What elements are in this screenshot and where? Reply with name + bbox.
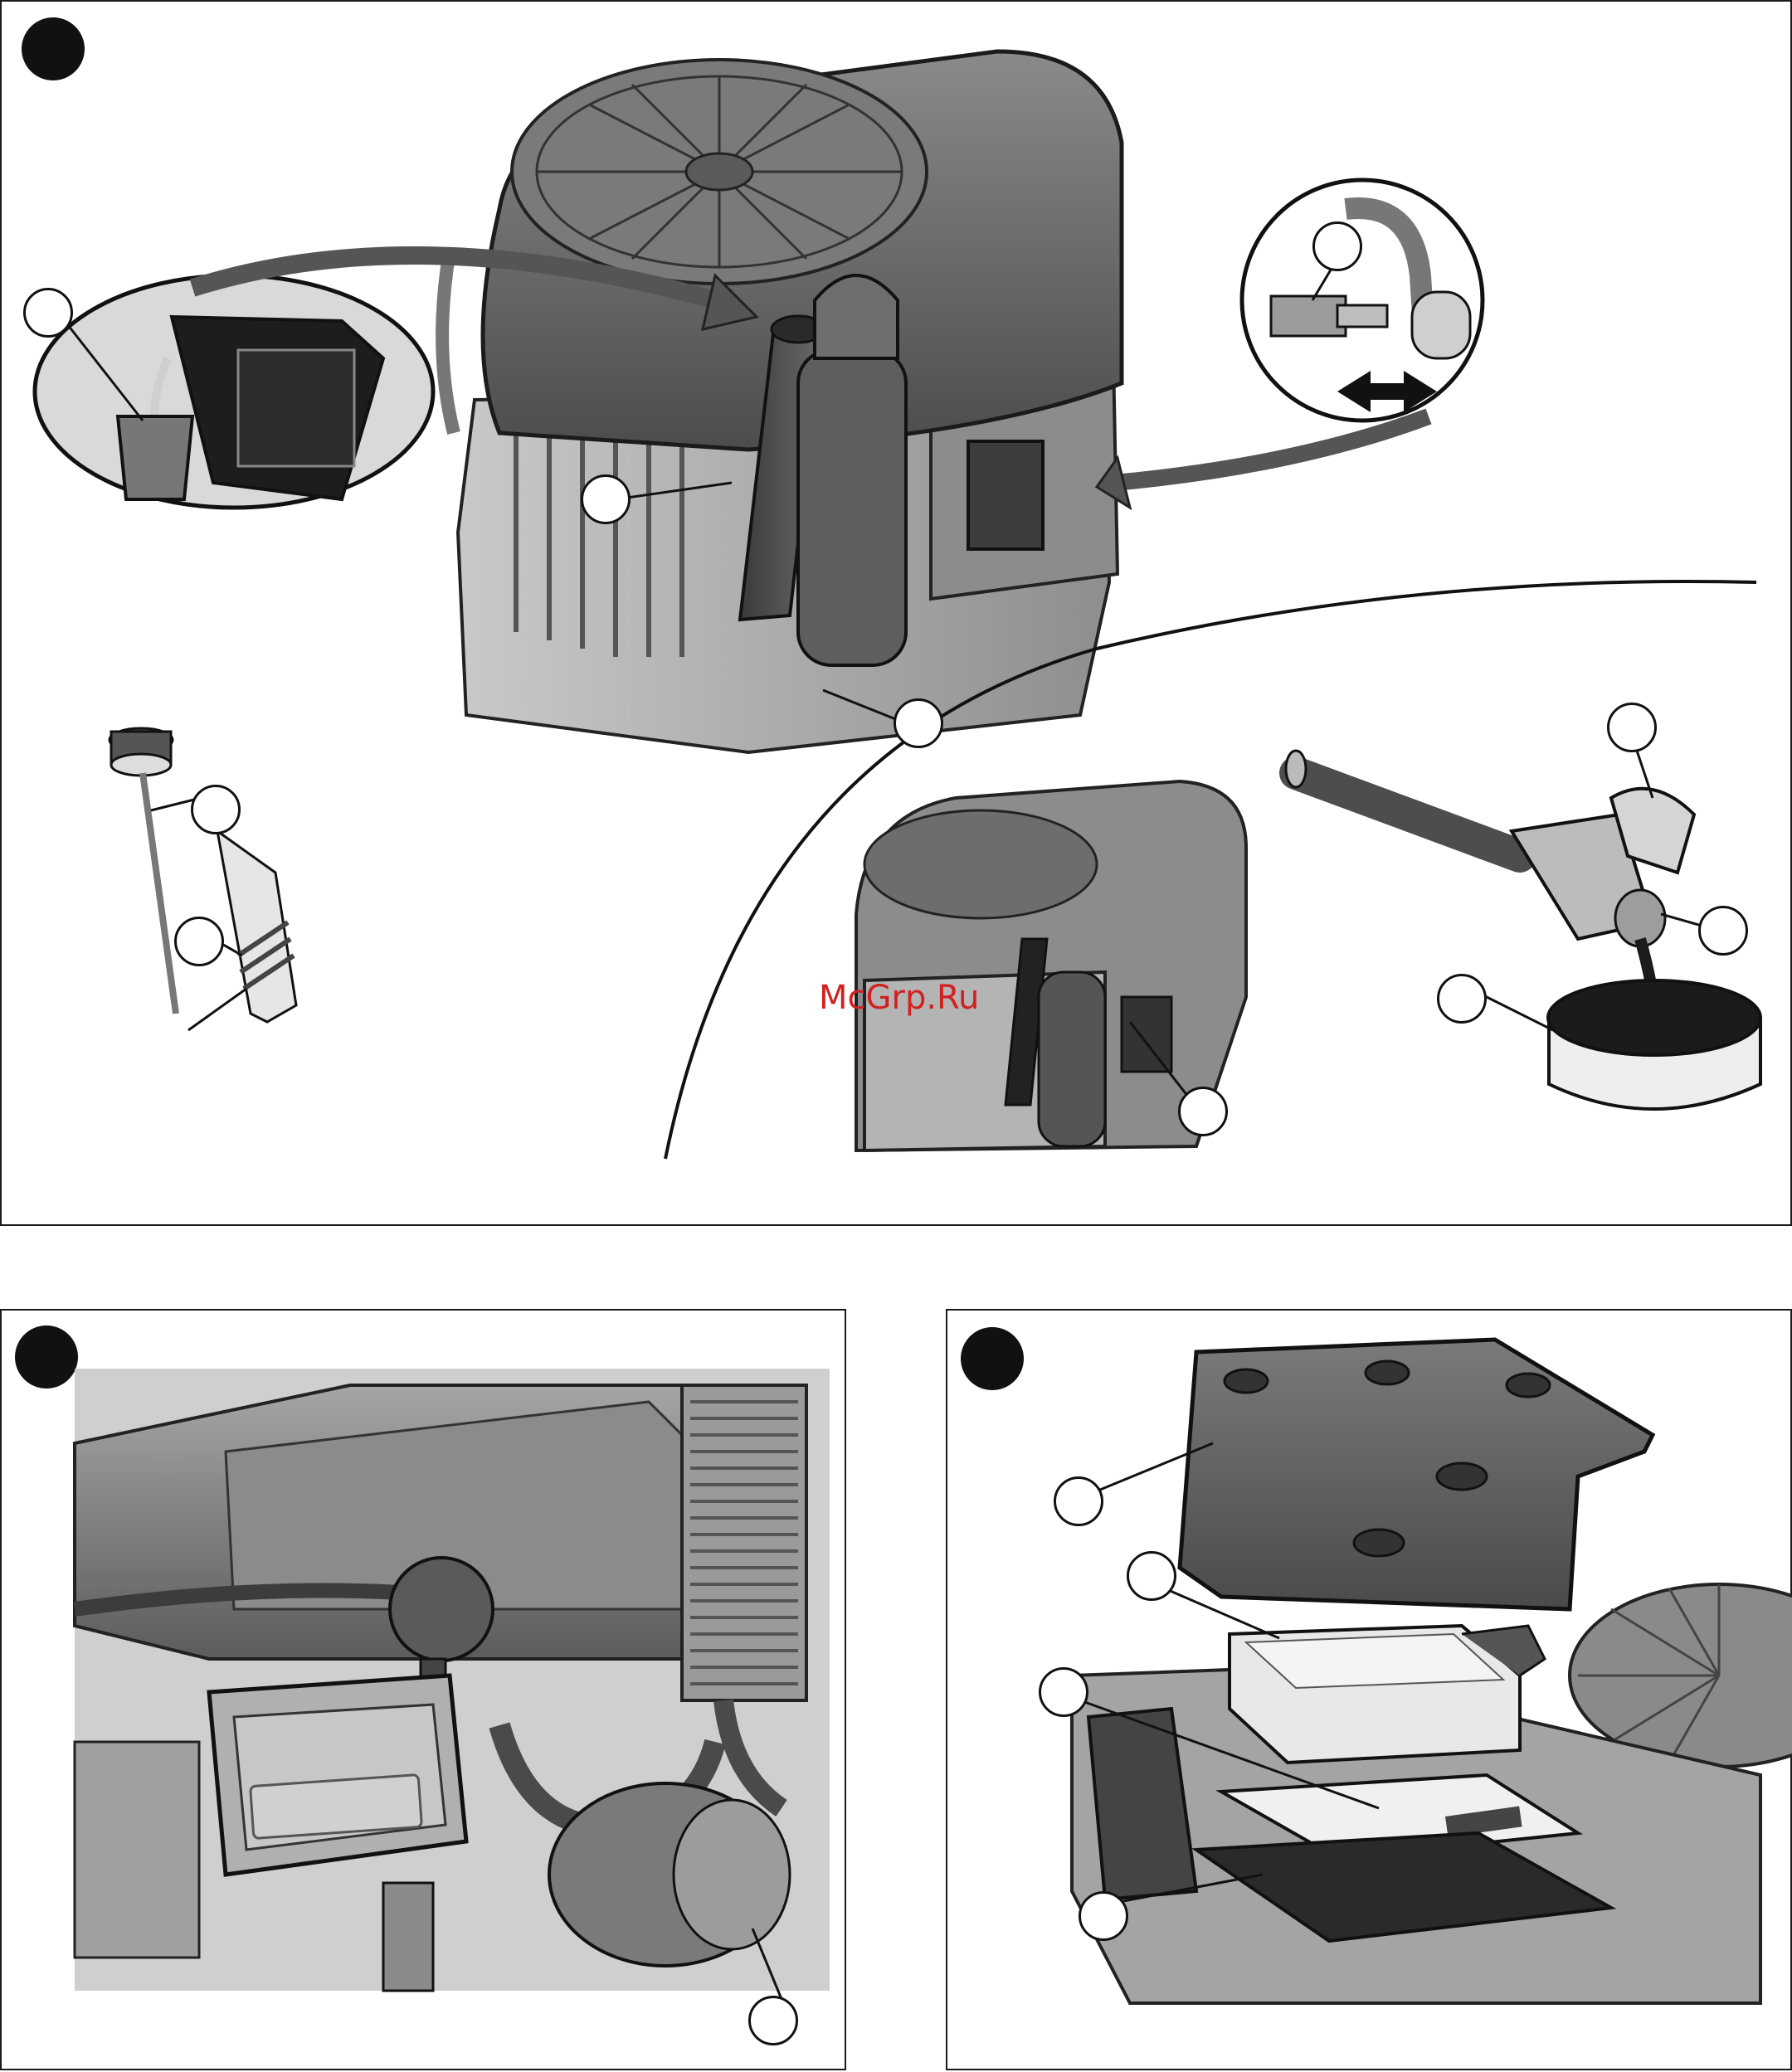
- callout-marker: [1312, 221, 1362, 271]
- callout-marker: [1079, 1891, 1128, 1941]
- callout-marker: [23, 288, 73, 338]
- engine-main: [442, 51, 1122, 752]
- figure-panel-air-filter: [946, 1309, 1792, 2070]
- callout-marker: [1607, 703, 1657, 752]
- callout-marker: [174, 917, 224, 966]
- watermark-text: McGrp.Ru: [819, 979, 979, 1017]
- oil-illustration: [2, 2, 1792, 1228]
- oil-drain: [1286, 723, 1760, 1109]
- callout-marker: [894, 698, 943, 748]
- callout-marker: [748, 1996, 798, 2045]
- callout-marker: [1178, 1087, 1228, 1136]
- callout-marker: [581, 474, 631, 524]
- callout-marker: [191, 785, 241, 834]
- callout-marker: [1698, 906, 1748, 956]
- callout-marker: [1127, 1551, 1176, 1601]
- inset-connector: [1097, 180, 1483, 508]
- figure-panel-fuel: [0, 1309, 846, 2070]
- callout-marker: [1437, 974, 1487, 1024]
- figure-panel-oil: McGrp.Ru: [0, 0, 1792, 1226]
- callout-marker: [1039, 1667, 1088, 1717]
- dipstick: [110, 728, 296, 1030]
- callout-marker: [1054, 1476, 1103, 1526]
- fuel-pump-illustration: [2, 1311, 848, 2072]
